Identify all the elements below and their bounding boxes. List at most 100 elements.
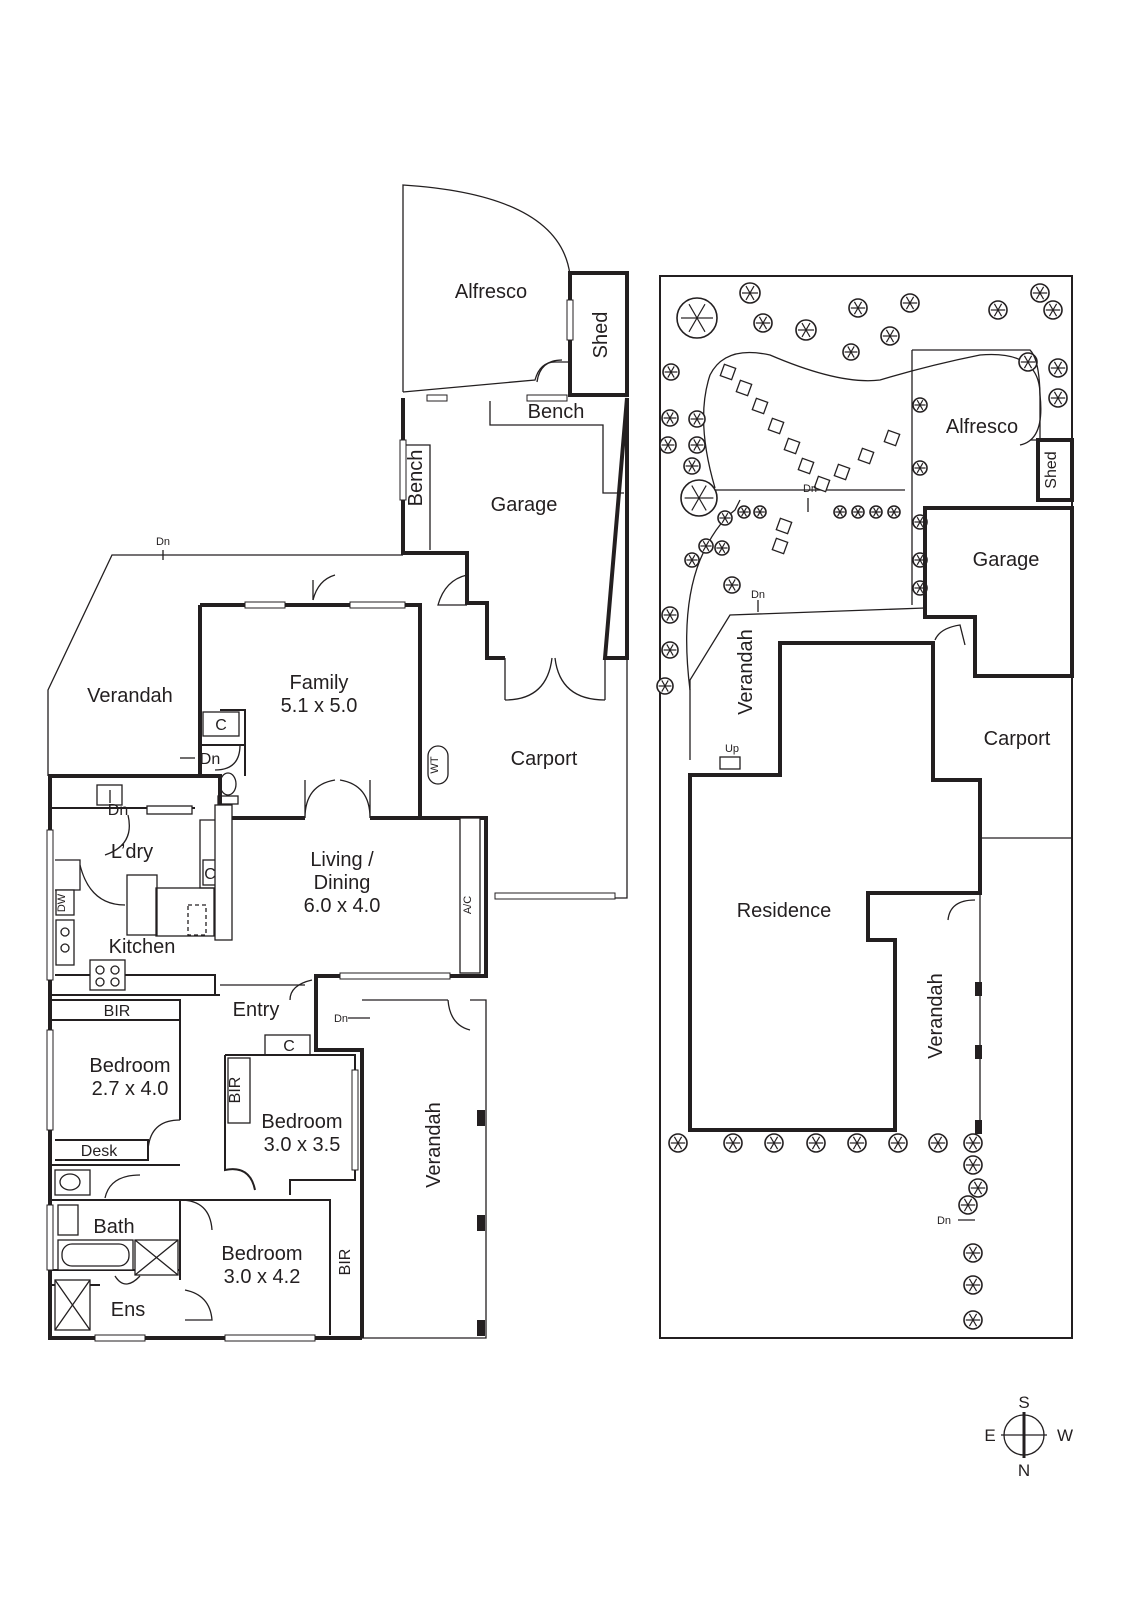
label-bench-side: Bench — [405, 450, 427, 507]
shrub-branch — [693, 439, 698, 446]
shrub-branch — [891, 507, 895, 513]
shrub-branch — [916, 467, 921, 474]
verandah-north-outline — [47, 554, 403, 776]
shrub-branch — [667, 444, 672, 451]
label-ens: Ens — [111, 1299, 145, 1321]
shrub-branch — [856, 1136, 862, 1144]
label-wt: WT — [429, 756, 441, 773]
shrub-branch — [1023, 355, 1029, 363]
shrub-branch — [850, 351, 855, 358]
shrub-branch — [968, 1252, 974, 1260]
shrub-branch — [731, 584, 736, 591]
site-plan: Alfresco Shed Garage Dn Dn Verandah Up C… — [656, 275, 1074, 1339]
label-c-entry: C — [283, 1038, 295, 1055]
site-label-residence: Residence — [737, 900, 832, 922]
shrub-branch — [666, 609, 671, 616]
shrub-branch — [916, 399, 921, 406]
label-verandah-north: Verandah — [87, 685, 173, 707]
shrub-branch — [758, 316, 764, 324]
shrub-branch — [852, 1136, 858, 1144]
shrub-branch — [916, 582, 921, 589]
shrub-branch — [972, 1246, 978, 1254]
shrub-branch — [749, 292, 755, 301]
shrub-branch — [669, 417, 674, 424]
shrub-branch — [977, 1187, 983, 1195]
shrub-branch — [968, 1313, 974, 1321]
verandah-south-outline — [362, 999, 487, 1339]
label-dn-wc: Dn — [200, 751, 220, 768]
shrub-branch — [857, 511, 861, 517]
shrub-branch — [968, 1142, 974, 1150]
shrub-branch — [705, 540, 710, 547]
label-dining: Dining — [314, 872, 371, 894]
label-bir-2: BIR — [227, 1077, 244, 1104]
shrub-branch — [801, 329, 807, 338]
shrub-branch — [997, 303, 1003, 311]
shrub-branch — [997, 309, 1003, 317]
shrub-branch — [972, 1319, 978, 1327]
shrub-branch — [837, 511, 841, 517]
label-dn-entry: Dn — [334, 1013, 348, 1025]
shrub-branch — [972, 1136, 978, 1144]
shrub-branch — [688, 559, 693, 566]
site-label-verandah-east: Verandah — [925, 973, 947, 1059]
shrub-branch — [1023, 361, 1029, 369]
shrub-branch — [759, 511, 763, 517]
shrub-branch — [885, 329, 891, 337]
shrub-branch — [1052, 309, 1058, 317]
shrub-branch — [688, 303, 698, 319]
label-family: Family — [290, 672, 349, 694]
shrub-branch — [919, 516, 924, 523]
shrub-branch — [728, 1136, 734, 1144]
shrub-branch — [693, 444, 698, 451]
label-bath: Bath — [93, 1216, 134, 1238]
shrub-branch — [972, 1278, 978, 1286]
shrub-branch — [1027, 355, 1033, 363]
site-residence — [688, 641, 982, 1132]
label-entry: Entry — [233, 999, 280, 1021]
shrub-branch — [745, 285, 751, 294]
shrub-branch — [762, 322, 768, 330]
shrub-branch — [815, 1136, 821, 1144]
shrub-branch — [909, 296, 915, 304]
label-c-laundry: C — [204, 866, 216, 883]
shrub-branch — [721, 547, 726, 554]
shrub-branch — [1053, 367, 1059, 375]
shrub-branch — [857, 507, 861, 513]
shrub-branch — [762, 316, 768, 324]
garden-shrubs — [656, 282, 1068, 1330]
shrub-branch — [677, 1142, 683, 1150]
shrub-branch — [664, 685, 669, 692]
label-verandah-south: Verandah — [423, 1102, 445, 1188]
label-bir-1: BIR — [104, 1003, 131, 1020]
shrub-branch — [769, 1142, 775, 1150]
shrub-branch — [759, 507, 763, 513]
label-garage: Garage — [491, 494, 558, 516]
shrub-branch — [743, 507, 747, 513]
shrub-branch — [741, 511, 745, 517]
compass-west: W — [1057, 1426, 1073, 1445]
label-alfresco: Alfresco — [455, 281, 527, 303]
shrub-branch — [1052, 303, 1058, 311]
shrub-branch — [702, 540, 707, 547]
label-bedroom-3-size: 3.0 x 4.2 — [224, 1266, 301, 1288]
shrub-branch — [1057, 391, 1063, 399]
shrub-branch — [728, 579, 733, 586]
shrub-branch — [852, 1142, 858, 1150]
shrub-branch — [757, 511, 761, 517]
garage-walls — [401, 397, 629, 660]
shrub-branch — [973, 1187, 979, 1195]
compass-north: N — [1018, 1461, 1030, 1480]
shrub-branch — [667, 371, 672, 378]
shrub-branch — [933, 1136, 939, 1144]
shrub-branch — [1039, 292, 1045, 300]
shrub-branch — [933, 1142, 939, 1150]
shrub-branch — [937, 1142, 943, 1150]
shrub-branch — [718, 542, 723, 549]
shrub-branch — [856, 1142, 862, 1150]
label-bir-3: BIR — [337, 1249, 354, 1276]
shrub-branch — [968, 1136, 974, 1144]
shrub-branch — [889, 329, 895, 337]
shrub-branch — [1053, 397, 1059, 405]
